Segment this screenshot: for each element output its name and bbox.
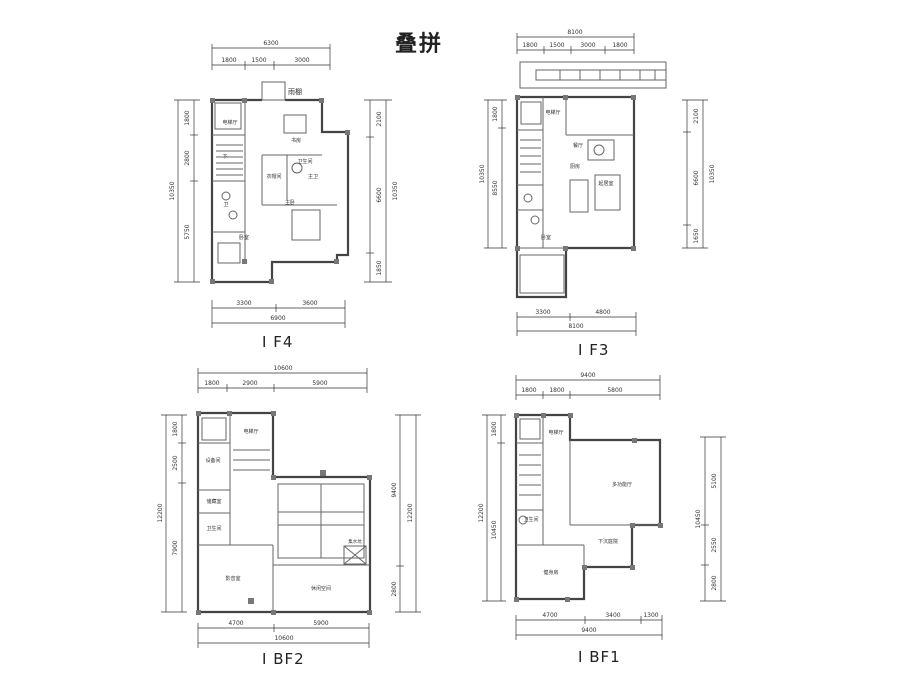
f4-dim-left-3: 10350	[169, 181, 176, 200]
f4-room-bathroom: 卫生间	[297, 158, 312, 165]
plan-bf2	[161, 368, 421, 648]
f4-dim-bottom-1: 3600	[302, 300, 317, 307]
f4-dim-top-1: 1800	[221, 57, 236, 64]
plan-label-bf2: I BF2	[262, 650, 305, 668]
bf1-dim-top-0: 9400	[580, 372, 595, 379]
bf2-room-equipment: 设备间	[205, 457, 220, 464]
f4-room-master-bedroom: 主卧	[285, 199, 295, 206]
bf2-room-leisure: 休闲空间	[311, 585, 331, 592]
f3-dim-top-0: 8100	[567, 29, 582, 36]
f4-room-master-bath: 主卫	[308, 173, 318, 180]
bf2-dim-left-1: 2500	[172, 455, 179, 470]
bf2-dim-top-3: 5900	[312, 380, 327, 387]
f3-room-elevator-hall: 电梯厅	[545, 109, 560, 116]
bf2-dim-left-0: 1800	[172, 421, 179, 436]
bf1-room-gym: 健身房	[543, 569, 558, 576]
bf1-dim-left-2: 12200	[478, 503, 485, 522]
plan-f3	[484, 33, 708, 336]
bf1-dim-top-3: 5800	[607, 387, 622, 394]
f3-dim-top-1: 1800	[522, 42, 537, 49]
f3-dim-left-2: 10350	[479, 164, 486, 183]
bf1-room-elevator-hall: 电梯厅	[548, 429, 563, 436]
f3-dim-right-0: 2100	[693, 108, 700, 123]
plan-f4	[174, 44, 392, 328]
f4-dim-bottom-2: 6900	[270, 315, 285, 322]
f4-room-down: 下	[222, 154, 227, 160]
f4-dim-right-3: 10350	[392, 181, 399, 200]
bf1-dim-left-0: 1800	[491, 421, 498, 436]
f4-dim-right-0: 2100	[376, 111, 383, 126]
page-title: 叠拼	[395, 32, 444, 57]
bf1-dim-bottom-2: 1300	[643, 612, 658, 619]
f4-dim-top-0: 6300	[263, 40, 278, 47]
bf1-dim-bottom-1: 3400	[605, 612, 620, 619]
bf1-dim-left-1: 10450	[491, 520, 498, 539]
bf1-dim-right-2: 2800	[711, 575, 718, 590]
bf2-dim-left-2: 7900	[172, 540, 179, 555]
f3-dim-right-1: 6600	[693, 170, 700, 185]
bf2-room-theater: 影音室	[225, 575, 240, 582]
f4-dim-left-2: 5750	[184, 224, 191, 239]
plan-bf1	[482, 375, 726, 640]
bf2-dim-bottom-2: 10600	[274, 635, 293, 642]
plan-label-f4: I F4	[262, 333, 294, 351]
bf1-room-multipurpose: 多功能厅	[612, 481, 632, 488]
bf2-room-bathroom: 卫生间	[206, 525, 221, 532]
bf2-dim-bottom-1: 5900	[313, 620, 328, 627]
bf1-dim-top-1: 1800	[521, 387, 536, 394]
f3-dim-bottom-1: 4800	[595, 309, 610, 316]
f4-room-study: 书房	[291, 137, 301, 144]
f4-dim-right-2: 1850	[376, 260, 383, 275]
bf1-dim-bottom-0: 4700	[542, 612, 557, 619]
bf2-dim-right-1: 2800	[391, 581, 398, 596]
bf1-dim-top-2: 1800	[549, 387, 564, 394]
bf2-dim-top-1: 1800	[204, 380, 219, 387]
f3-dim-right-2: 1650	[693, 228, 700, 243]
f4-dim-bottom-0: 3300	[236, 300, 251, 307]
bf1-room-bathroom: 卫生间	[523, 516, 538, 523]
f4-room-canopy: 雨棚	[288, 87, 302, 96]
f3-dim-left-1: 8550	[492, 180, 499, 195]
f4-dim-top-2: 1500	[251, 57, 266, 64]
bf2-room-elevator-hall: 电梯厅	[243, 428, 258, 435]
f3-room-bedroom: 卧室	[541, 234, 551, 241]
bf1-dim-right-3: 10450	[695, 509, 702, 528]
bf2-dim-bottom-0: 4700	[228, 620, 243, 627]
f3-room-kitchen: 厨房	[570, 163, 580, 170]
bf1-dim-right-1: 2550	[711, 537, 718, 552]
f3-dim-top-4: 1800	[612, 42, 627, 49]
plan-label-f3: I F3	[578, 341, 610, 359]
f3-dim-right-3: 10350	[709, 164, 716, 183]
bf1-dim-right-0: 5100	[711, 473, 718, 488]
f3-room-living: 起居室	[598, 180, 613, 187]
bf2-dim-top-2: 2900	[242, 380, 257, 387]
f4-dim-left-1: 2800	[184, 150, 191, 165]
bf1-dim-bottom-3: 9400	[581, 627, 596, 634]
bf2-dim-top-0: 10600	[273, 365, 292, 372]
f3-dim-bottom-2: 8100	[568, 323, 583, 330]
f4-dim-top-3: 3000	[294, 57, 309, 64]
f4-dim-right-1: 6600	[376, 187, 383, 202]
bf2-room-storage: 储藏室	[206, 498, 221, 505]
bf2-dim-right-2: 12200	[407, 503, 414, 522]
f3-dim-bottom-0: 3300	[535, 309, 550, 316]
f3-dim-top-2: 1500	[549, 42, 564, 49]
f4-room-elevator-hall: 电梯厅	[222, 119, 237, 126]
f3-room-dining: 餐厅	[573, 142, 583, 149]
f4-room-wc: 卫	[223, 202, 228, 208]
bf2-dim-right-0: 9400	[391, 482, 398, 497]
f3-dim-top-3: 3000	[580, 42, 595, 49]
bf2-room-sump: 集水坑	[348, 538, 362, 545]
bf1-room-sunken-court: 下沉庭院	[598, 538, 618, 545]
f3-dim-left-0: 1800	[492, 106, 499, 121]
f4-room-closet: 衣帽间	[266, 173, 281, 180]
plan-label-bf1: I BF1	[578, 648, 621, 666]
f4-room-bedroom: 卧室	[239, 234, 249, 241]
f4-dim-left-0: 1800	[184, 110, 191, 125]
bf2-dim-left-3: 12200	[157, 503, 164, 522]
